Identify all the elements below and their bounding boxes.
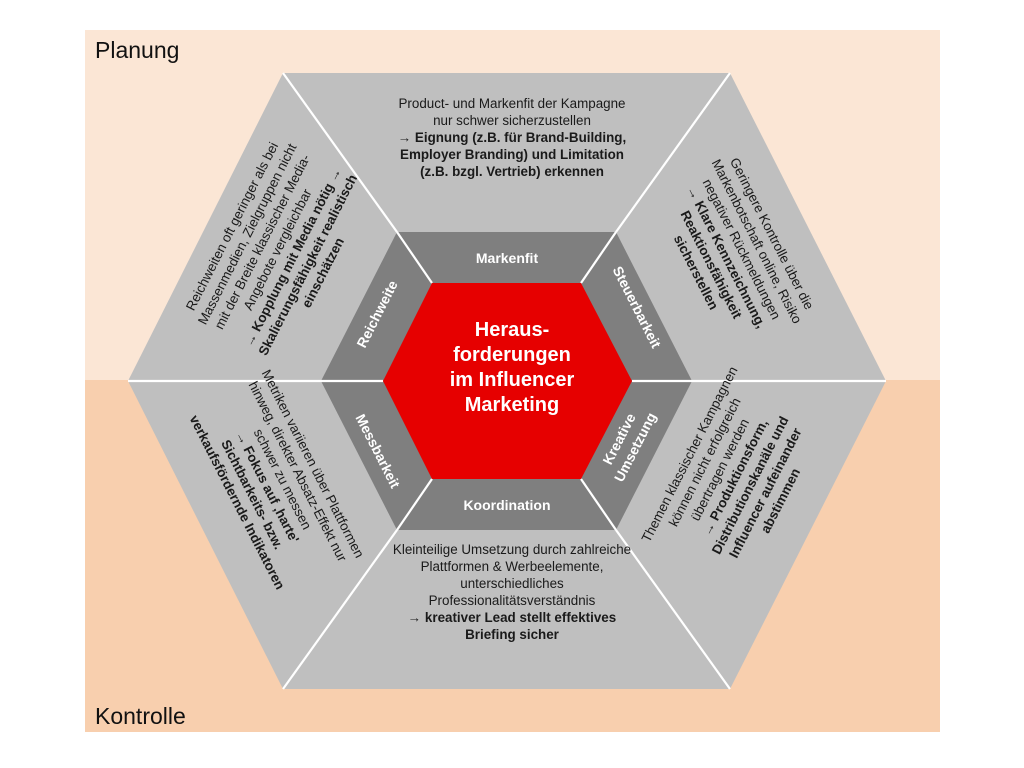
segment-koordination-text: Kleinteilige Umsetzung durch zahlreiche … (392, 542, 632, 608)
planning-label: Planung (95, 37, 180, 63)
center-title-line: Marketing (464, 394, 560, 416)
segment-separators (128, 72, 886, 690)
segment-koordination-conclusion: → kreativer Lead stellt effektives Brief… (407, 610, 617, 642)
ring-label-koordination: Koordination (463, 497, 551, 513)
core-hexagon (383, 283, 632, 479)
segment-markenfit-conclusion: → Eignung (z.B. für Brand-Building, Empl… (397, 130, 627, 179)
center-title-line: im Influencer (449, 369, 575, 391)
center-title-line: Heraus- (474, 319, 550, 341)
segment-markenfit-text: Product- und Markenfit der Kampagne nur … (398, 96, 626, 128)
ring-label-markenfit: Markenfit (475, 250, 539, 266)
segment-markenfit: Product- und Markenfit der Kampagne nur … (397, 95, 627, 180)
center-title-line: forderungen (453, 344, 571, 366)
center-title: Heraus- forderungen im Influencer Market… (408, 318, 616, 418)
segment-koordination: Kleinteilige Umsetzung durch zahlreiche … (392, 541, 632, 643)
control-label: Kontrolle (95, 703, 186, 729)
